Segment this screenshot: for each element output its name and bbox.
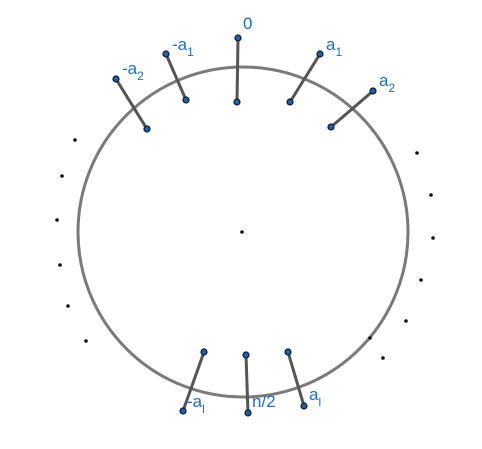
- label-al: al: [309, 385, 321, 409]
- point-a2-inner: [327, 123, 335, 131]
- ellipsis-dot: [66, 304, 70, 308]
- point-a1-outer: [316, 50, 324, 58]
- segment-neg-al: [181, 350, 206, 413]
- ellipsis-dot: [404, 319, 408, 323]
- point-neg-a1-outer: [162, 50, 170, 58]
- center-point: [240, 230, 244, 234]
- point-neg-a2-outer: [112, 75, 120, 83]
- segment-neg-a2: [114, 77, 149, 131]
- label-a2: a2: [379, 71, 395, 95]
- ellipsis-dot: [60, 174, 64, 178]
- point-zero-outer: [234, 34, 242, 42]
- point-neg-a1-inner: [182, 96, 190, 104]
- main-circle: [76, 65, 410, 399]
- point-zero-inner: [233, 98, 241, 106]
- ellipsis-dot: [368, 336, 372, 340]
- ellipsis-dot: [419, 278, 423, 282]
- point-half-outer: [244, 409, 252, 417]
- ellipsis-dot: [73, 138, 77, 142]
- segment-zero: [235, 36, 240, 104]
- segment-al: [286, 350, 306, 408]
- point-a1-inner: [286, 98, 294, 106]
- label-a1: a1: [326, 35, 342, 59]
- point-half-inner: [242, 351, 250, 359]
- point-neg-al-inner: [200, 348, 208, 356]
- ellipsis-dot: [58, 263, 62, 267]
- ellipsis-dot: [381, 356, 385, 360]
- ellipsis-dot: [55, 218, 59, 222]
- point-a2-outer: [369, 87, 377, 95]
- segments: [114, 36, 375, 415]
- label-zero: 0: [243, 14, 252, 33]
- point-neg-a2-inner: [143, 125, 151, 133]
- point-al-outer: [300, 402, 308, 410]
- label-neg-a1: -a1: [172, 35, 194, 59]
- segment-a2: [329, 89, 375, 129]
- label-half: n/2: [252, 392, 276, 411]
- ellipsis-dot: [415, 151, 419, 155]
- ellipsis-dots: [55, 138, 435, 360]
- segment-neg-a1: [164, 52, 188, 102]
- segment-a1: [288, 52, 322, 104]
- ellipsis-dot: [84, 339, 88, 343]
- endpoints: [112, 34, 377, 417]
- label-neg-a2: -a2: [122, 59, 144, 83]
- ellipsis-dot: [429, 193, 433, 197]
- point-neg-al-outer: [179, 407, 187, 415]
- label-neg-al: -al: [187, 392, 205, 416]
- segment-half: [244, 353, 250, 415]
- labels: 0 -a1 -a2 a1 a2 -al n/2 al: [122, 14, 395, 416]
- ellipsis-dot: [431, 236, 435, 240]
- point-al-inner: [284, 348, 292, 356]
